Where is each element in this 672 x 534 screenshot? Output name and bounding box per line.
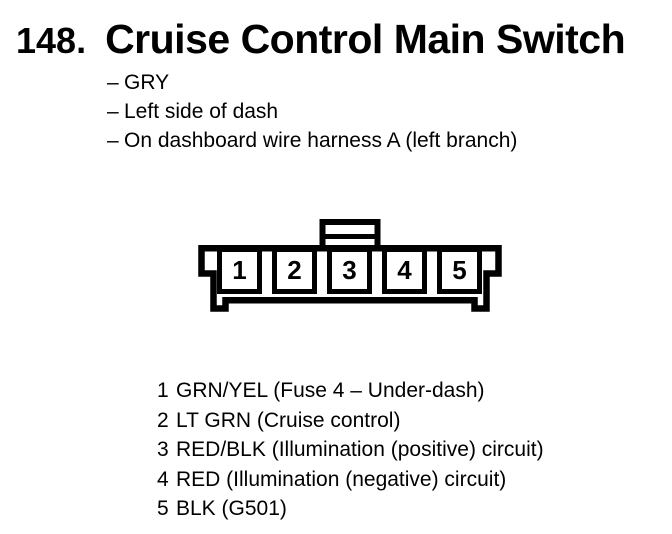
note-line: – GRY xyxy=(107,68,517,97)
note-dash: – xyxy=(107,71,119,94)
pin-cavity-3: 3 xyxy=(327,247,372,294)
pin-description: BLK (G501) xyxy=(176,497,287,520)
pin-legend: 1 GRN/YEL (Fuse 4 – Under-dash) 2 LT GRN… xyxy=(157,376,544,524)
pin-legend-row: 2 LT GRN (Cruise control) xyxy=(157,406,544,436)
pin-description: RED (Illumination (negative) circuit) xyxy=(176,467,507,491)
pin-cavity-2: 2 xyxy=(272,247,317,294)
pin-number: 2 xyxy=(157,408,169,432)
pin-description: RED/BLK (Illumination (positive) circuit… xyxy=(176,438,544,461)
note-line: – Left side of dash xyxy=(107,97,517,126)
pin-legend-row: 5 BLK (G501) xyxy=(157,494,544,524)
item-title: Cruise Control Main Switch xyxy=(105,16,626,62)
connector-diagram: 1 2 3 4 5 xyxy=(195,214,507,316)
note-harness: On dashboard wire harness A (left branch… xyxy=(124,129,518,152)
page-title: 148. Cruise Control Main Switch xyxy=(16,16,626,63)
pin-description: LT GRN (Cruise control) xyxy=(176,408,401,432)
pin-number: 5 xyxy=(157,497,169,520)
item-number: 148. xyxy=(16,20,87,61)
pin-cavity-5: 5 xyxy=(437,247,482,294)
pin-cavity-1: 1 xyxy=(217,247,262,294)
pin-number: 4 xyxy=(157,467,169,491)
note-dash: – xyxy=(107,129,119,152)
pin-legend-row: 1 GRN/YEL (Fuse 4 – Under-dash) xyxy=(157,376,544,406)
pin-legend-row: 3 RED/BLK (Illumination (positive) circu… xyxy=(157,435,544,465)
note-dash: – xyxy=(107,100,119,123)
pin-description: GRN/YEL (Fuse 4 – Under-dash) xyxy=(176,379,485,402)
note-location: Left side of dash xyxy=(124,100,279,123)
pin-number: 1 xyxy=(157,379,169,402)
pin-legend-row: 4 RED (Illumination (negative) circuit) xyxy=(157,465,544,495)
connector-notes: – GRY – Left side of dash – On dashboard… xyxy=(107,68,517,155)
note-color: GRY xyxy=(124,71,170,94)
pin-number: 3 xyxy=(157,438,169,461)
note-line: – On dashboard wire harness A (left bran… xyxy=(107,126,517,155)
pin-cavity-4: 4 xyxy=(382,247,427,294)
